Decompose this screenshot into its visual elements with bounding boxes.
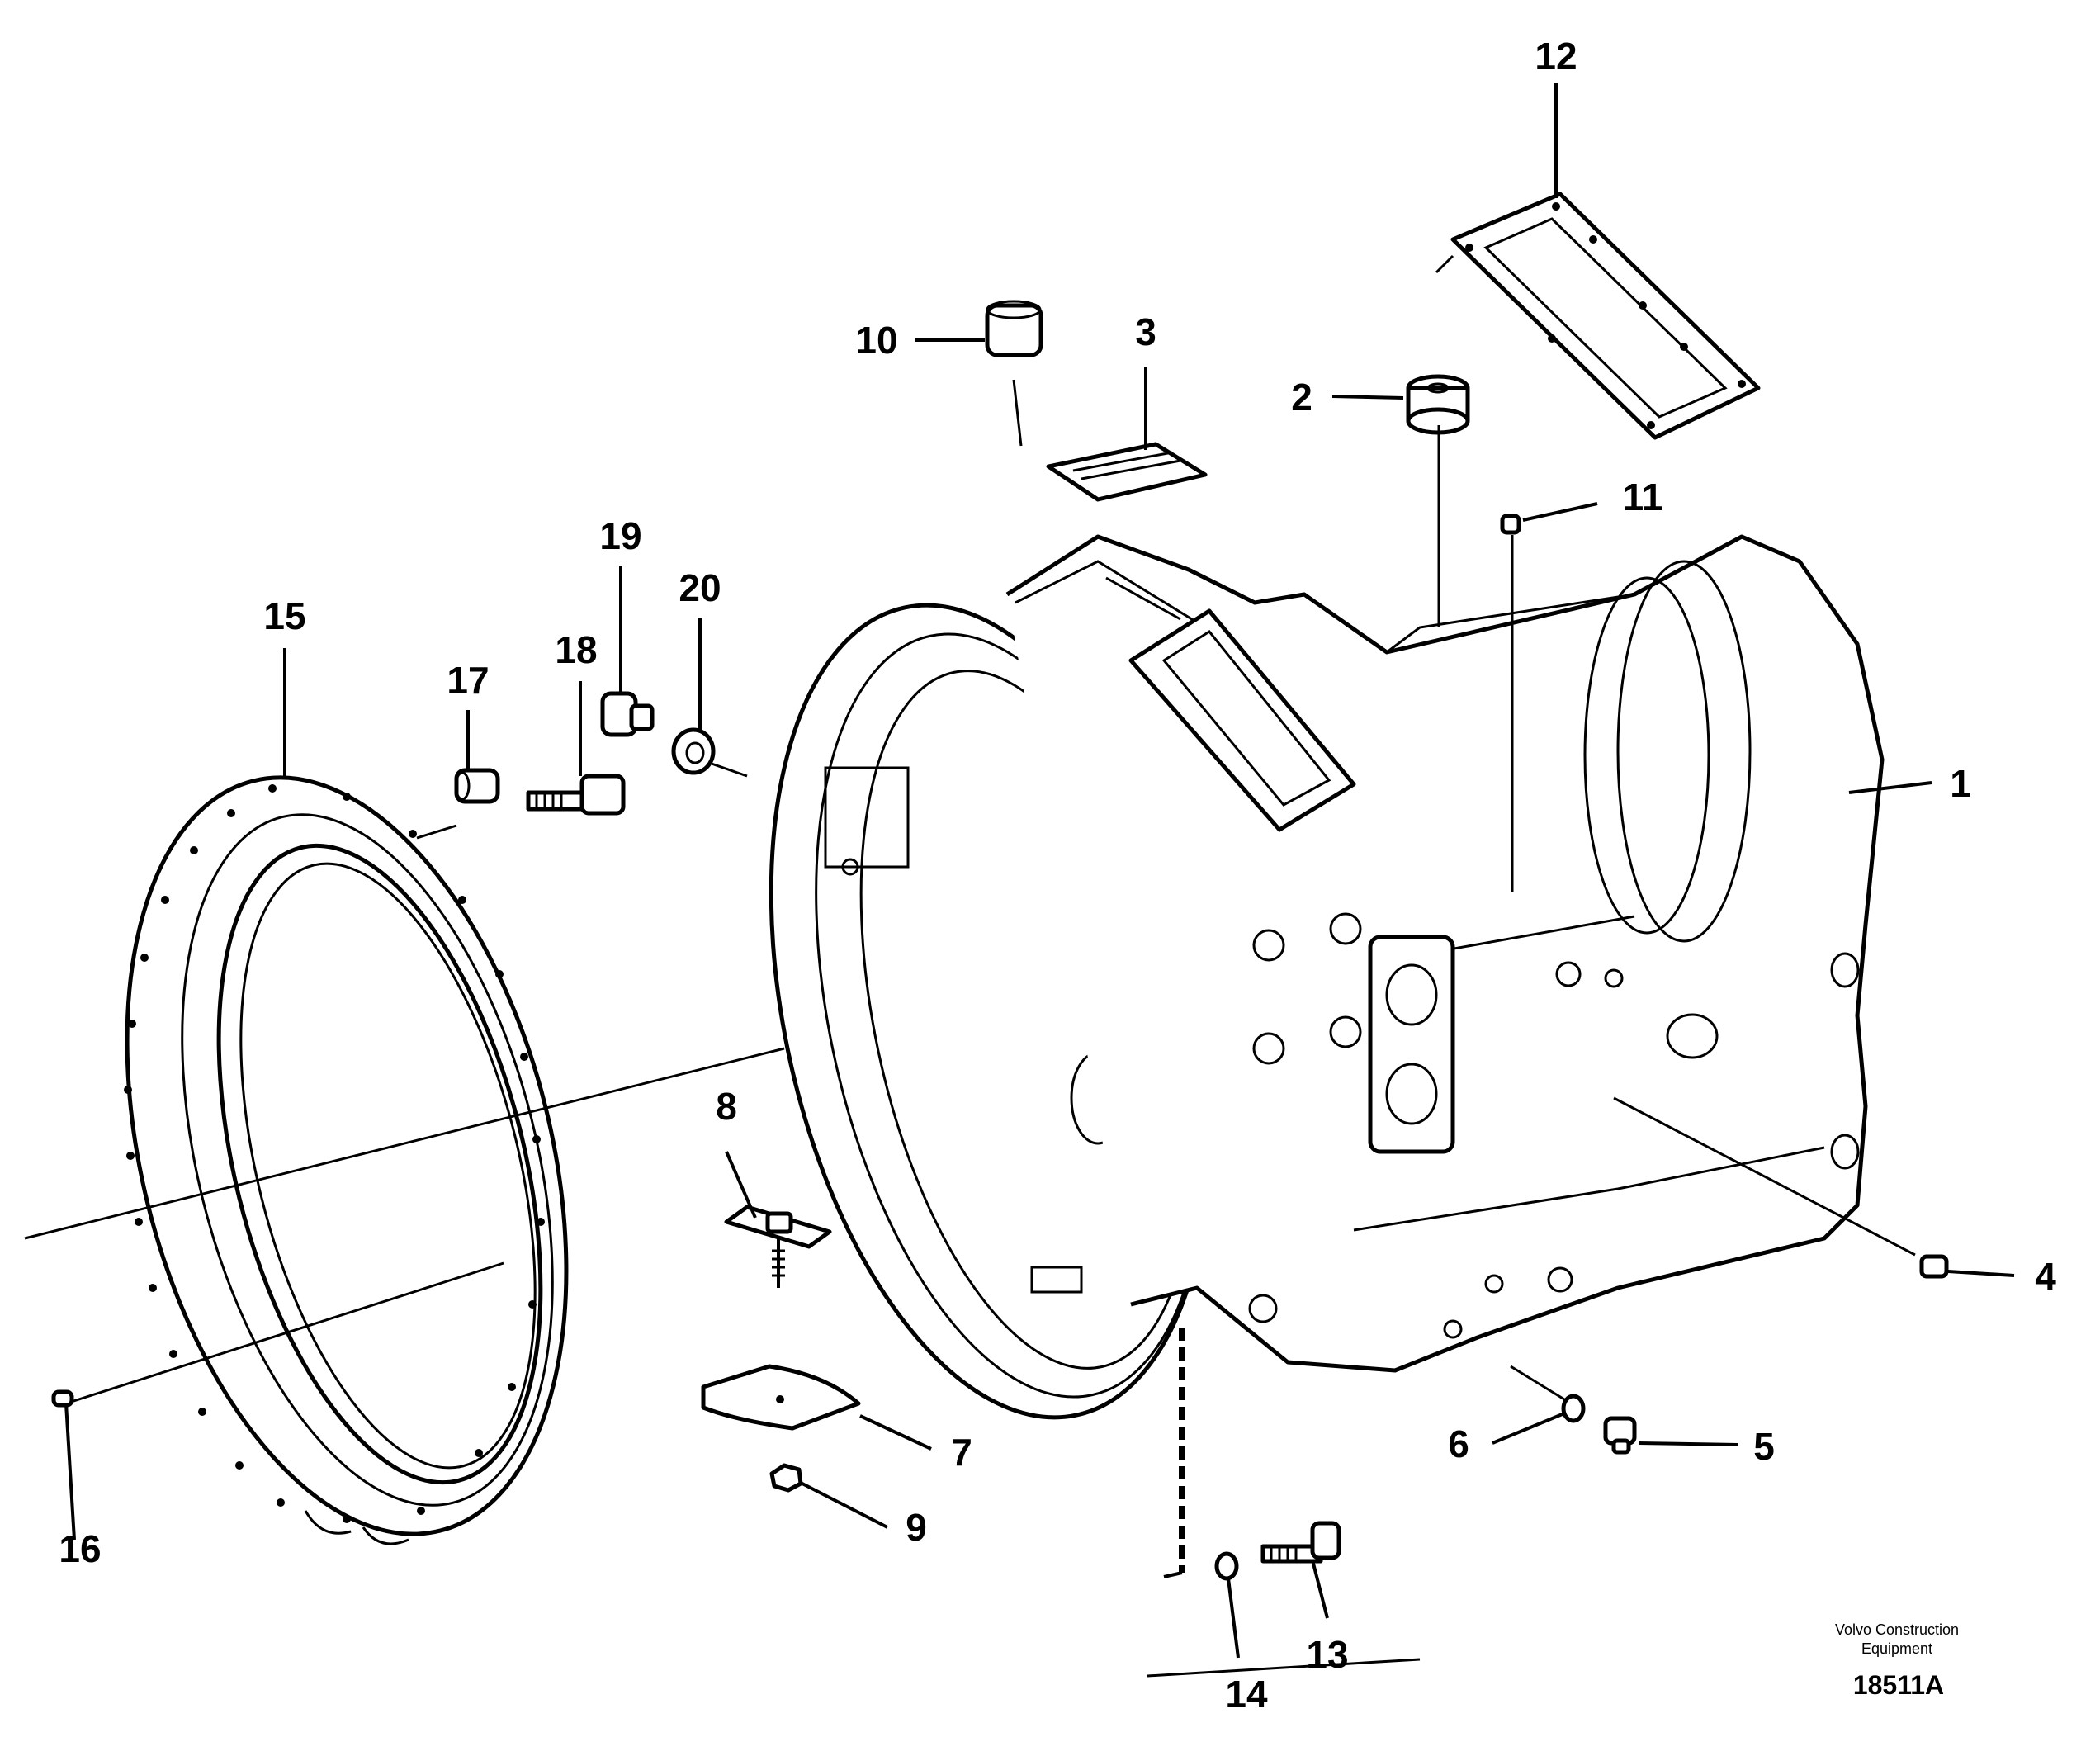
callout-10: 10 [855,319,897,362]
part-9-nut [769,1463,803,1493]
callout-7: 7 [951,1431,972,1474]
axis-line-16 [65,1261,504,1405]
axis-line [24,1047,785,1240]
part-16-pin [51,1389,74,1408]
callout-20: 20 [679,566,721,609]
part-6-washer [1561,1394,1586,1423]
callout-8: 8 [716,1085,737,1128]
callout-14: 14 [1225,1673,1268,1716]
part-13-bolt [1260,1521,1341,1564]
logo-icon [1666,1013,1719,1059]
callout-2: 2 [1291,376,1312,419]
part-18-bolt [526,774,626,816]
callout-12: 12 [1535,35,1577,78]
callout-16: 16 [59,1527,101,1570]
part-10-cap [985,300,1043,357]
callout-3: 3 [1135,310,1156,353]
company-name-line2: Equipment [1861,1640,1932,1657]
part-12-cover-plate [1450,192,1761,440]
callout-11: 11 [1623,476,1663,518]
axis-line-lower [1147,1658,1421,1678]
callout-5: 5 [1753,1425,1775,1468]
part-20-washer [671,727,716,775]
callout-17: 17 [447,659,489,702]
part-4-plug [1919,1254,1949,1279]
part-17-bushing [454,768,500,804]
callout-1: 1 [1950,762,1971,805]
callout-13: 13 [1306,1633,1348,1676]
part-7-shim [701,1364,861,1431]
company-name-line1: Volvo Construction [1835,1621,1959,1638]
part-5-plug [1603,1416,1637,1455]
callout-15: 15 [263,594,305,637]
part-11-screw [1500,514,1521,535]
callout-19: 19 [599,514,641,557]
callout-18: 18 [555,628,597,671]
part-3-gasket [1046,442,1208,502]
part-8-clamp [724,1205,832,1288]
part-19-plug [600,691,655,737]
leader-lines [64,83,2015,1659]
callout-4: 4 [2035,1255,2056,1298]
part-14-washer [1214,1551,1239,1581]
callout-6: 6 [1448,1422,1469,1465]
part-1-housing [769,534,1885,1420]
part-2-spacer [1406,374,1470,435]
callout-9: 9 [906,1506,927,1549]
part-15-flange-ring [124,775,569,1545]
document-number: 18511A [1853,1670,1944,1700]
